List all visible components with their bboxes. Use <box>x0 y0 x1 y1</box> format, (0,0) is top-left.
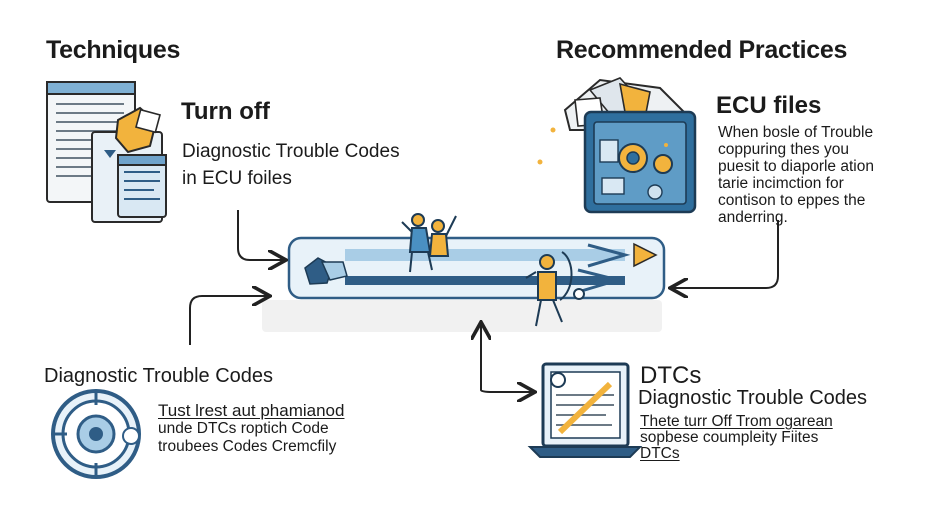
ecu-files-title: ECU files <box>716 92 822 119</box>
documents-icon <box>46 81 167 223</box>
techniques-heading: Techniques <box>46 36 181 64</box>
techniques-line-1: Diagnostic Trouble Codes <box>182 141 400 162</box>
laptop-icon <box>527 362 643 458</box>
recommended-heading: Recommended Practices <box>556 36 848 64</box>
pipeline-band <box>262 213 666 332</box>
dtcs-line: Thete turr Off Trom ogarean <box>640 413 833 430</box>
dtcs-subtitle: Diagnostic Trouble Codes <box>638 387 868 409</box>
recommended-line: anderring. <box>718 209 788 226</box>
dtc-left-line: Tust lrest aut phamianod <box>158 401 345 420</box>
recommended-line: coppuring thes you <box>718 141 849 158</box>
recommended-line: puesit to diaporle ation <box>718 158 874 175</box>
dtcs-title: DTCs <box>640 362 702 389</box>
recommended-line: contison to eppes the <box>718 192 866 209</box>
recommended-text: When bosle of Trouble coppuring thes you… <box>718 124 918 226</box>
recommended-line: tarie incimction for <box>718 175 844 192</box>
dtc-left-text: Tust lrest aut phamianod unde DTCs ropti… <box>158 402 344 456</box>
techniques-line-2: in ECU foiles <box>182 168 292 189</box>
turn-off-title: Turn off <box>181 98 270 125</box>
dtcs-text: Thete turr Off Trom ogarean sopbese coum… <box>640 414 833 462</box>
dtcs-line: sopbese coumpleity Fiites <box>640 429 819 446</box>
dtc-left-line: troubees Codes Cremcfily <box>158 438 337 455</box>
dial-icon <box>51 389 141 479</box>
ecu-box-icon <box>537 77 697 214</box>
dtc-left-heading: Diagnostic Trouble Codes <box>44 365 274 387</box>
dtcs-line: DTCs <box>640 445 680 462</box>
connector-arrows <box>189 210 779 392</box>
recommended-line: When bosle of Trouble <box>718 124 874 141</box>
dtc-left-line: unde DTCs roptich Code <box>158 420 329 437</box>
